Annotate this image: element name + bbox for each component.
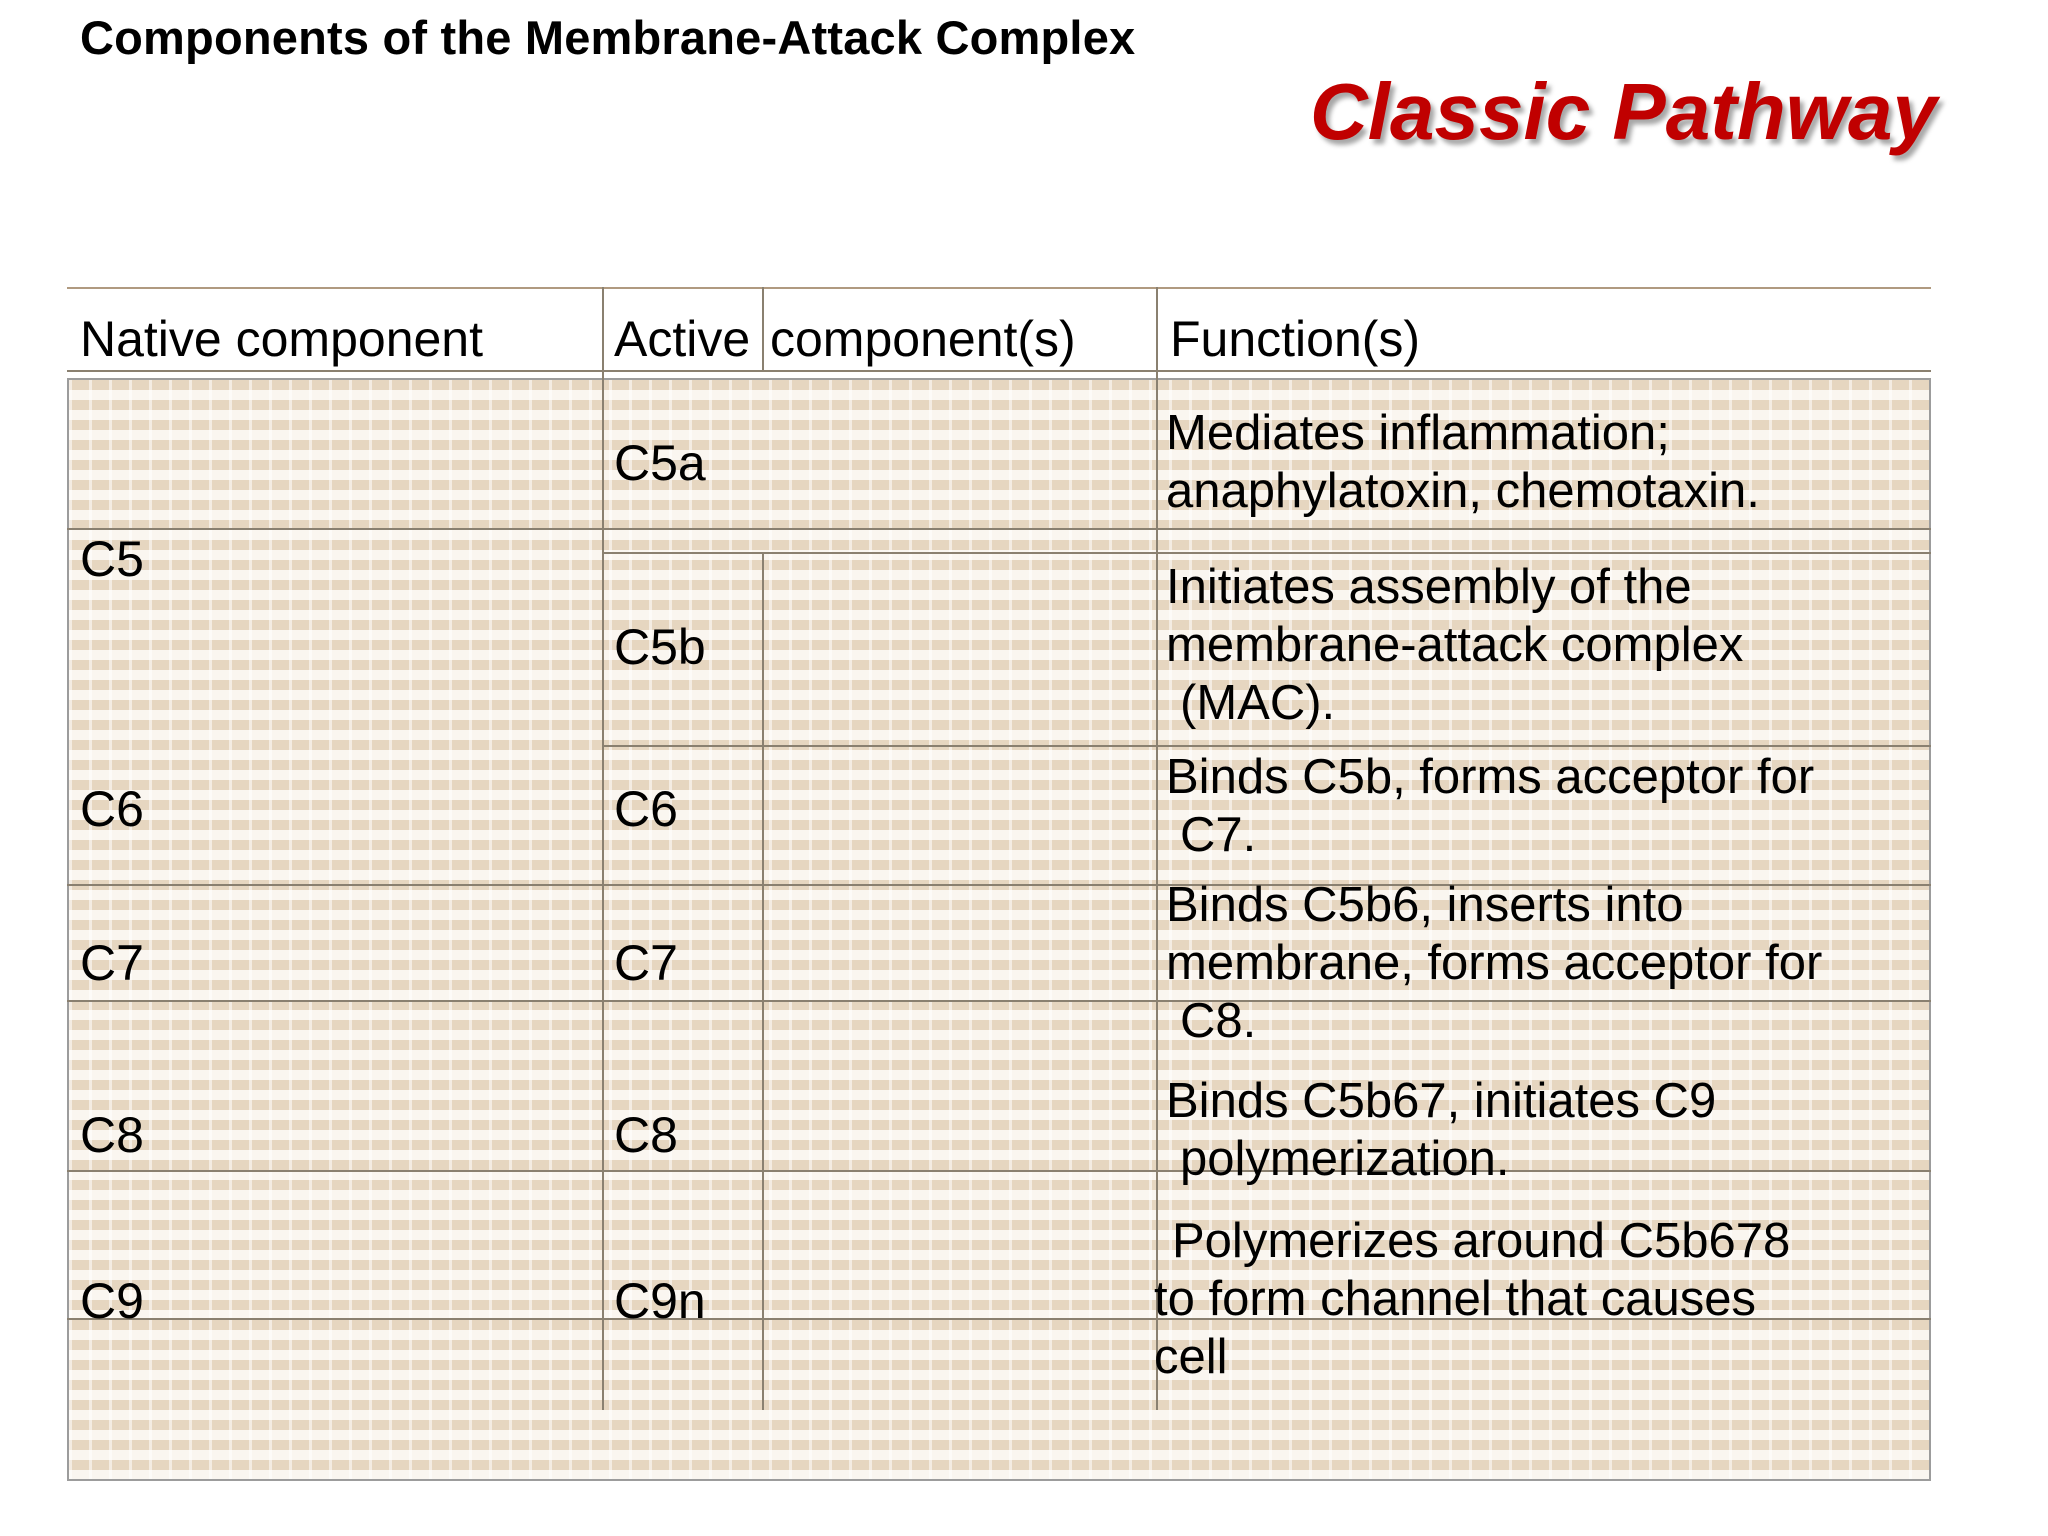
function-cell: Binds C5b, forms acceptor for C7. [1166,748,1814,864]
function-line: C7. [1180,808,1257,862]
native-component-cell: C7 [80,935,144,991]
function-line: polymerization. [1180,1132,1510,1186]
row-rule [67,528,1931,530]
header-native-component: Native component [80,311,484,367]
row-rule [67,884,1931,886]
function-cell: Initiates assembly of the membrane-attac… [1166,558,1743,732]
column-rule [602,287,604,1410]
function-line: Binds C5b67, initiates C9 [1166,1074,1717,1128]
active-component-cell: C9n [614,1273,706,1329]
active-component-cell: C8 [614,1107,678,1163]
function-line: Binds C5b6, inserts into [1166,878,1684,932]
active-component-cell: C7 [614,935,678,991]
header-active-components: component(s) [770,311,1076,367]
header-active: Active [614,311,751,367]
native-component-cell: C5 [80,531,144,587]
row-rule [67,1170,1931,1172]
column-rule [762,287,764,372]
active-component-cell: C6 [614,781,678,837]
header-functions: Function(s) [1170,311,1421,367]
row-rule [602,552,1931,554]
table-body [67,378,1931,1481]
function-line: cell [1154,1330,1228,1384]
row-rule [67,1000,1931,1002]
pathway-title: Classic Pathway [1310,67,1937,156]
function-line: Polymerizes around C5b678 [1172,1214,1791,1268]
function-line: C8. [1180,994,1257,1048]
active-component-cell: C5b [614,619,706,675]
function-line: Binds C5b, forms acceptor for [1166,750,1815,804]
native-component-cell: C9 [80,1273,144,1329]
slide-title: Components of the Membrane-Attack Comple… [80,11,1136,64]
function-line: to form channel that causes [1154,1272,1756,1326]
function-line: Initiates assembly of the [1166,560,1692,614]
function-cell: Polymerizes around C5b678 to form channe… [1154,1212,1790,1386]
row-rule [602,745,1931,747]
function-line: (MAC). [1180,676,1336,730]
function-cell: Binds C5b67, initiates C9 polymerization… [1166,1072,1716,1188]
function-cell: Binds C5b6, inserts into membrane, forms… [1166,876,1822,1050]
function-line: Mediates inflammation; [1166,406,1670,460]
function-line: membrane, forms acceptor for [1166,936,1823,990]
function-line: anaphylatoxin, chemotaxin. [1166,464,1760,518]
column-rule [762,552,764,1410]
table-top-rule [67,287,1931,289]
function-line: membrane-attack complex [1166,618,1744,672]
function-cell: Mediates inflammation; anaphylatoxin, ch… [1166,404,1760,520]
row-rule [67,1318,1931,1320]
native-component-cell: C8 [80,1107,144,1163]
native-component-cell: C6 [80,781,144,837]
header-bottom-rule [67,370,1931,372]
active-component-cell: C5a [614,435,706,491]
column-rule [1156,287,1158,1410]
